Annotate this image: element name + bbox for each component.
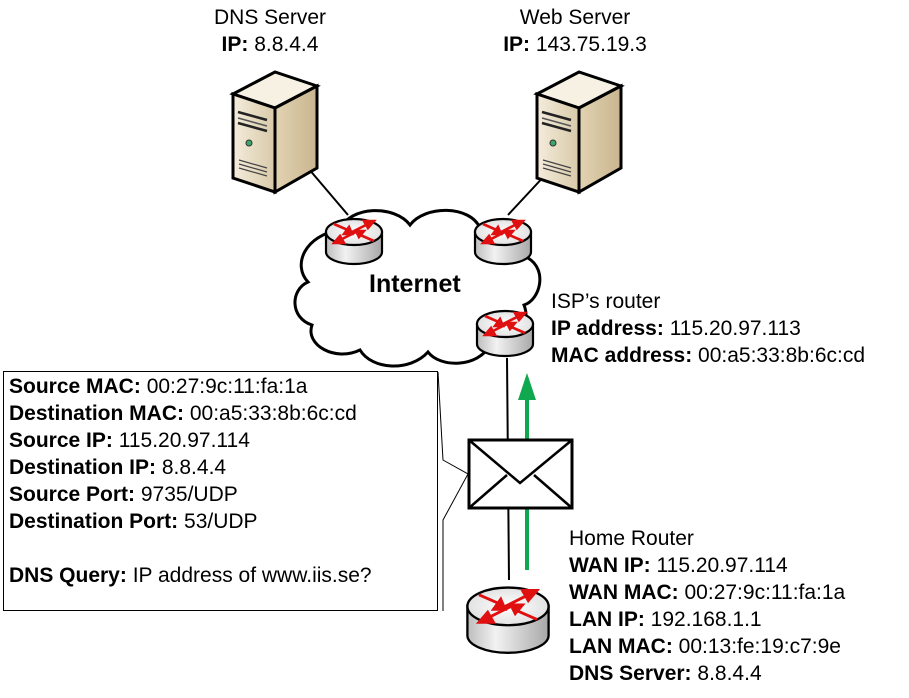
packet-source-port: Source Port: 9735/UDP	[9, 481, 372, 508]
field-key: LAN IP:	[569, 608, 645, 631]
home-router-label: Home Router WAN IP: 115.20.97.114 WAN MA…	[569, 525, 845, 687]
field-key: Source MAC:	[9, 375, 141, 398]
web-server-title: Web Server	[519, 6, 631, 29]
home-router-lan-ip: LAN IP: 192.168.1.1	[569, 606, 845, 633]
web-server-ip: IP: 143.75.19.3	[490, 31, 660, 58]
field-key: IP address:	[551, 317, 664, 340]
packet-destination-ip: Destination IP: 8.8.4.4	[9, 454, 372, 481]
isp-router-mac: MAC address: 00:a5:33:8b:6c:cd	[551, 342, 865, 369]
field-key: DNS Query:	[9, 564, 127, 587]
home-router-lan-mac: LAN MAC: 00:13:fe:19:c7:9e	[569, 633, 845, 660]
isp-router-ip: IP address: 115.20.97.113	[551, 315, 865, 342]
link-dns-server	[307, 167, 349, 216]
packet-dns-query: DNS Query: IP address of www.iis.se?	[9, 562, 372, 589]
field-value: 00:a5:33:8b:6c:cd	[698, 344, 866, 367]
home-router-wan-ip: WAN IP: 115.20.97.114	[569, 552, 845, 579]
web-server-label: Web Server IP: 143.75.19.3	[490, 4, 660, 58]
field-value: 8.8.4.4	[161, 456, 227, 479]
ip-key: IP:	[221, 33, 249, 56]
home-router-wan-mac: WAN MAC: 00:27:9c:11:fa:1a	[569, 579, 845, 606]
field-value: 00:a5:33:8b:6c:cd	[189, 402, 357, 425]
dns-server-title: DNS Server	[213, 6, 327, 29]
packet-destination-port: Destination Port: 53/UDP	[9, 508, 372, 535]
field-key: WAN MAC:	[569, 581, 679, 604]
field-value: 115.20.97.114	[118, 429, 250, 452]
ip-value: 8.8.4.4	[254, 33, 319, 56]
field-key: Source IP:	[9, 429, 113, 452]
packet-spacer	[9, 535, 372, 562]
internet-label: Internet	[369, 270, 461, 298]
field-value: 00:13:fe:19:c7:9e	[678, 635, 841, 658]
packet-destination-mac: Destination MAC: 00:a5:33:8b:6c:cd	[9, 400, 372, 427]
field-key: LAN MAC:	[569, 635, 673, 658]
home-router-dns-server: DNS Server: 8.8.4.4	[569, 660, 845, 687]
field-key: MAC address:	[551, 344, 693, 367]
field-value: IP address of www.iis.se?	[132, 564, 372, 587]
dns-server-ip: IP: 8.8.4.4	[185, 31, 355, 58]
field-value: 53/UDP	[184, 510, 258, 533]
field-key: Source Port:	[9, 483, 136, 506]
field-value: 8.8.4.4	[697, 662, 762, 685]
packet-source-mac: Source MAC: 00:27:9c:11:fa:1a	[9, 373, 372, 400]
packet-source-ip: Source IP: 115.20.97.114	[9, 427, 372, 454]
field-value: 115.20.97.114	[656, 554, 788, 577]
home-router-title: Home Router	[569, 527, 694, 550]
field-value: 9735/UDP	[140, 483, 238, 506]
ip-value: 143.75.19.3	[535, 33, 647, 56]
field-key: DNS Server:	[569, 662, 692, 685]
field-value: 00:27:9c:11:fa:1a	[146, 375, 308, 398]
isp-router-title: ISP’s router	[551, 290, 661, 313]
field-value: 115.20.97.113	[669, 317, 801, 340]
field-key: WAN IP:	[569, 554, 651, 577]
packet-callout-box	[3, 371, 438, 611]
field-key: Destination MAC:	[9, 402, 184, 425]
field-key: Destination Port:	[9, 510, 179, 533]
field-key: Destination IP:	[9, 456, 157, 479]
field-value: 00:27:9c:11:fa:1a	[684, 581, 846, 604]
envelope-icon	[467, 438, 574, 510]
isp-router-label: ISP’s router IP address: 115.20.97.113 M…	[551, 288, 865, 369]
packet-details: Source MAC: 00:27:9c:11:fa:1a Destinatio…	[9, 373, 372, 589]
flow-arrow-head	[518, 373, 536, 400]
field-value: 192.168.1.1	[650, 608, 762, 631]
dns-server-label: DNS Server IP: 8.8.4.4	[185, 4, 355, 58]
ip-key: IP:	[503, 33, 531, 56]
